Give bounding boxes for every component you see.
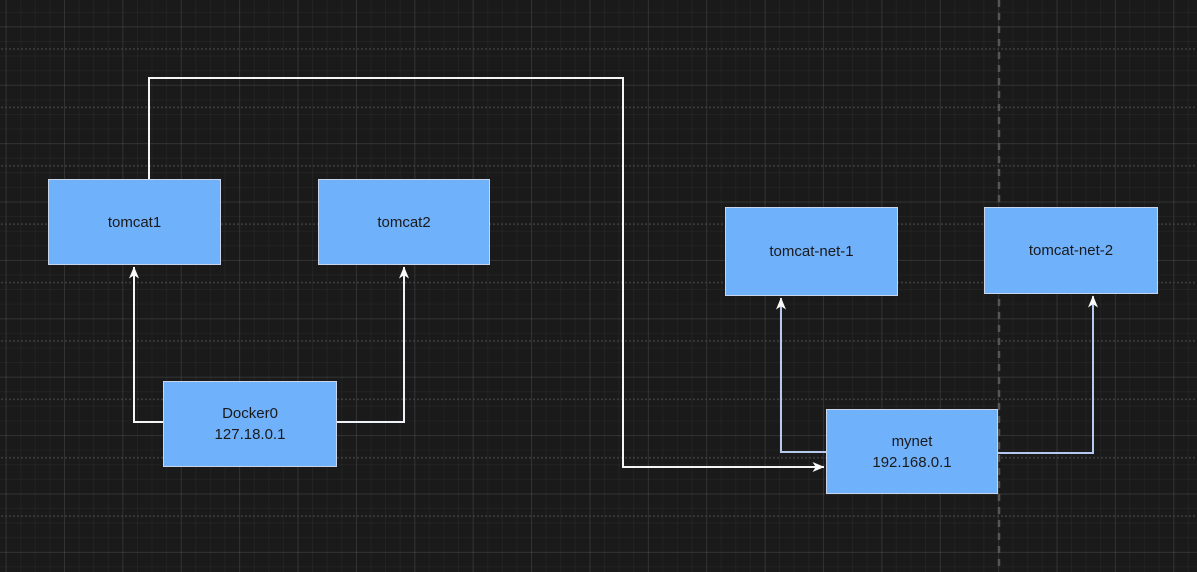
edge-mynet-to-tomcat-net-2[interactable] (998, 295, 1098, 454)
node-sublabel: 127.18.0.1 (214, 426, 286, 443)
edge-docker0-to-tomcat1[interactable] (129, 266, 163, 423)
node-label: tomcat1 (107, 213, 162, 231)
node-docker0[interactable]: Docker0 127.18.0.1 (163, 381, 337, 467)
node-label: Docker0 (222, 405, 278, 422)
edge-docker0-to-tomcat2[interactable] (337, 266, 409, 423)
node-mynet[interactable]: mynet 192.168.0.1 (826, 409, 998, 494)
node-label: tomcat2 (377, 213, 431, 231)
node-label: tomcat-net-1 (769, 243, 854, 260)
node-tomcat-net-2[interactable]: tomcat-net-2 (984, 207, 1158, 294)
node-label: mynet (891, 432, 933, 450)
node-sublabel: 192.168.0.1 (872, 453, 952, 471)
node-tomcat2[interactable]: tomcat2 (318, 179, 490, 265)
edge-tomcat1-to-mynet[interactable] (148, 77, 825, 472)
node-label: tomcat-net-2 (1028, 242, 1114, 259)
edge-mynet-to-tomcat-net-1[interactable] (776, 297, 826, 453)
node-tomcat1[interactable]: tomcat1 (48, 179, 221, 265)
node-tomcat-net-1[interactable]: tomcat-net-1 (725, 207, 898, 296)
